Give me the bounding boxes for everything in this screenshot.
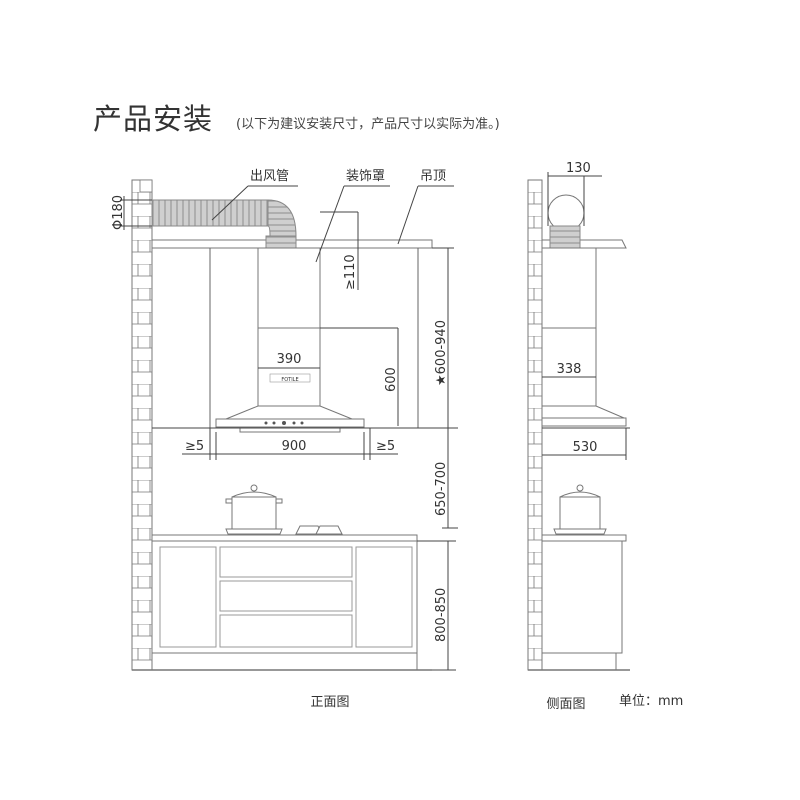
front-pot — [225, 484, 283, 535]
label-ceiling: 吊顶 — [420, 169, 446, 184]
side-hood-canopy — [541, 405, 625, 419]
page-title: 产品安装 — [93, 102, 214, 136]
side-cabinet-toekick — [541, 652, 617, 671]
front-view: FOTILE — [131, 179, 433, 671]
side-decor-cover — [541, 247, 597, 329]
dim-hood-height: 600 — [384, 367, 399, 392]
front-dimension-lines — [120, 196, 458, 671]
dim-counter-height: 800-850 — [434, 588, 449, 642]
front-brand-logo: FOTILE — [281, 377, 298, 383]
side-cabinet — [541, 540, 623, 654]
dim-clear-right: ≥5 — [376, 439, 395, 454]
front-hood-panel — [215, 418, 365, 428]
front-exhaust-duct-horizontal — [151, 199, 269, 227]
dim-hood-width: 900 — [282, 439, 307, 454]
dim-phi-180: Φ180 — [111, 195, 126, 230]
dim-ceiling-gap: ≥110 — [343, 254, 358, 290]
side-view — [527, 179, 630, 671]
side-hood-chimney — [541, 327, 597, 407]
dim-cover-width: 390 — [277, 352, 302, 367]
side-brick-wall — [527, 179, 543, 671]
caption-side-view: 侧面图 — [546, 697, 585, 712]
side-pot — [553, 484, 607, 535]
page-subtitle: (以下为建议安装尺寸，产品尺寸以实际为准。) — [236, 117, 500, 132]
label-exhaust-duct: 出风管 — [250, 169, 289, 184]
front-decor-cover — [257, 247, 321, 329]
dim-side-cover-depth: 338 — [557, 362, 582, 377]
front-brick-wall — [131, 179, 153, 671]
front-cabinet-toekick — [151, 652, 418, 671]
side-dimension-lines — [542, 172, 630, 460]
side-countertop — [541, 534, 627, 542]
front-countertop — [151, 534, 418, 542]
dim-total-height: ★600-940 — [434, 320, 449, 386]
front-hood-canopy — [225, 405, 353, 420]
front-hood-chimney — [257, 327, 321, 407]
caption-front-view: 正面图 — [310, 695, 349, 710]
front-callouts — [211, 185, 454, 263]
dim-side-hood-depth: 530 — [573, 440, 598, 455]
front-exhaust-duct-elbow — [267, 199, 297, 237]
dim-hob-gap: 650-700 — [434, 462, 449, 516]
side-hood-panel — [541, 417, 627, 427]
unit-note: 单位：mm — [619, 694, 684, 709]
dim-side-duct-dia: 130 — [566, 161, 591, 176]
label-decor-cover: 装饰罩 — [346, 169, 385, 184]
front-hob-burner — [295, 525, 343, 535]
dim-clear-left: ≥5 — [185, 439, 204, 454]
